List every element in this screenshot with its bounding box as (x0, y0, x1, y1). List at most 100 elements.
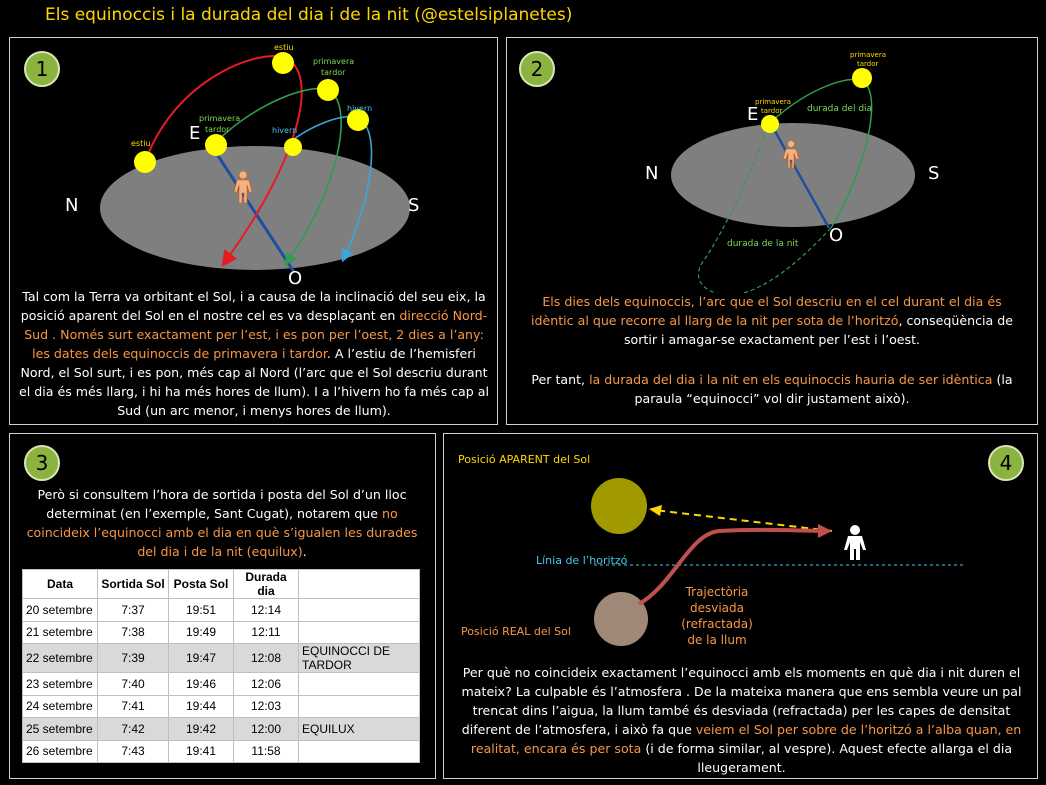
refraction-diagram (591, 478, 964, 646)
label-E: E (189, 123, 201, 144)
table-cell: 12:03 (233, 694, 299, 718)
table-cell: 24 setembre (22, 694, 98, 718)
table-cell: EQUINOCCI DE TARDOR (298, 643, 420, 673)
label-E: E (747, 104, 759, 125)
label-hivern-left: hivern (272, 126, 298, 135)
label-primavera-top: primavera (850, 51, 886, 59)
table-cell: 25 setembre (22, 717, 98, 741)
table-cell: 7:40 (97, 672, 169, 696)
label-N: N (645, 163, 659, 184)
panel-number-badge: 3 (24, 445, 60, 481)
table-cell: 11:58 (233, 739, 299, 763)
label-pos-aparent: Posició APARENT del Sol (458, 453, 591, 466)
table-header (298, 569, 420, 599)
equinox-diagram (671, 68, 915, 293)
table-cell: 19:47 (168, 643, 234, 673)
table-row: 23 setembre 7:40 19:46 12:06 (22, 672, 420, 696)
label-tardor-e: tardor (761, 107, 783, 115)
label-primavera-e: primavera (755, 98, 791, 106)
real-sun (594, 592, 648, 646)
table-cell: 19:49 (168, 620, 234, 644)
table-row: 21 setembre 7:38 19:49 12:11 (22, 620, 420, 644)
table-header: Posta Sol (168, 569, 234, 599)
table-cell: 19:44 (168, 694, 234, 718)
table-cell (298, 739, 420, 763)
table-cell: 12:11 (233, 620, 299, 644)
label-durada-nit: durada de la nit (727, 239, 799, 249)
table-cell: 19:41 (168, 739, 234, 763)
traj-line-2: desviada (689, 601, 744, 615)
panel-4-text: Per què no coincideix exactament l’equin… (461, 665, 1022, 775)
panel-number-badge: 1 (24, 51, 60, 87)
sun-equinox-top (852, 68, 872, 88)
sun-equinox-rise (761, 115, 779, 133)
traj-line-3: (refractada) (681, 617, 753, 631)
table-cell: 19:51 (168, 598, 234, 622)
label-primavera-left: primavera (199, 114, 241, 123)
label-durada-dia: durada del dia (807, 104, 873, 114)
table-cell: 22 setembre (22, 643, 98, 673)
refracted-light-path (637, 527, 823, 606)
panel-number-badge: 4 (988, 445, 1024, 481)
observer-figure (233, 170, 253, 204)
meridian-line (207, 141, 296, 273)
label-O: O (288, 268, 303, 289)
horizon-plane (671, 123, 915, 227)
table-cell: 26 setembre (22, 739, 98, 763)
label-hivern-right: hivern (347, 104, 373, 113)
sun-equinox-top (317, 79, 339, 101)
meridian-line (769, 123, 831, 229)
label-S: S (408, 195, 420, 216)
apparent-sun (591, 478, 647, 534)
panel-3: 3 Però si consultem l’hora de sortida i … (9, 433, 436, 779)
panel-3-text: Però si consultem l’hora de sortida i po… (26, 487, 418, 559)
sun-equinox-rise (205, 134, 227, 156)
table-cell (298, 620, 420, 644)
label-O: O (829, 225, 844, 246)
panel-4: 4 Posició APARENT del Sol Posició REAL d… (443, 433, 1038, 779)
label-N: N (65, 195, 79, 216)
horizon-plane (100, 146, 410, 270)
sunrise-sunset-table: Data Sortida Sol Posta Sol Durada dia 20… (22, 569, 420, 763)
table-header-row: Data Sortida Sol Posta Sol Durada dia (22, 569, 420, 599)
panel-2-text-1: Els dies dels equinoccis, l’arc que el S… (531, 294, 1013, 347)
table-cell: 12:08 (233, 643, 299, 673)
table-cell: 7:37 (97, 598, 169, 622)
table-cell: 7:41 (97, 694, 169, 718)
table-row: 20 setembre 7:37 19:51 12:14 (22, 598, 420, 622)
panel-2-text-2: Per tant, la durada del dia i la nit en … (531, 372, 1013, 406)
apparent-sight-line (653, 509, 833, 532)
sight-arrowhead (649, 505, 662, 516)
label-tardor-top: tardor (857, 60, 879, 68)
panel-1: 1 E N S O estiu estiu primavera tardor p… (9, 37, 498, 425)
table-cell (298, 598, 420, 622)
label-horitzo: Línia de l’horitzó (536, 554, 628, 567)
panel-2: 2 E N S O primavera tardor primavera tar… (506, 37, 1038, 425)
table-cell: 21 setembre (22, 620, 98, 644)
panel-1-text: Tal com la Terra va orbitant el Sol, i a… (19, 289, 489, 418)
label-primavera-top: primavera (313, 57, 355, 66)
table-cell: 19:46 (168, 672, 234, 696)
table-header: Durada dia (233, 569, 299, 599)
table-cell: 12:14 (233, 598, 299, 622)
table-cell: 12:06 (233, 672, 299, 696)
sun-summer-top (272, 52, 294, 74)
label-pos-real: Posició REAL del Sol (461, 625, 571, 638)
sun-summer-rise (134, 151, 156, 173)
sun-paths-diagram (100, 52, 410, 273)
table-row-highlighted: 25 setembre 7:42 19:42 12:00 EQUILUX (22, 717, 420, 741)
table-cell: 7:39 (97, 643, 169, 673)
table-cell (298, 672, 420, 696)
night-arc (697, 122, 832, 293)
table-row: 24 setembre 7:41 19:44 12:03 (22, 694, 420, 718)
table-header: Data (22, 569, 98, 599)
traj-line-1: Trajectòria (685, 585, 749, 599)
table-cell: EQUILUX (298, 717, 420, 741)
sun-winter-rise (284, 138, 302, 156)
table-cell: 19:42 (168, 717, 234, 741)
label-S: S (928, 163, 940, 184)
label-tardor-top: tardor (321, 68, 346, 77)
panel-number-badge: 2 (519, 51, 555, 87)
table-row-highlighted: 22 setembre 7:39 19:47 12:08 EQUINOCCI D… (22, 643, 420, 673)
table-cell: 7:42 (97, 717, 169, 741)
